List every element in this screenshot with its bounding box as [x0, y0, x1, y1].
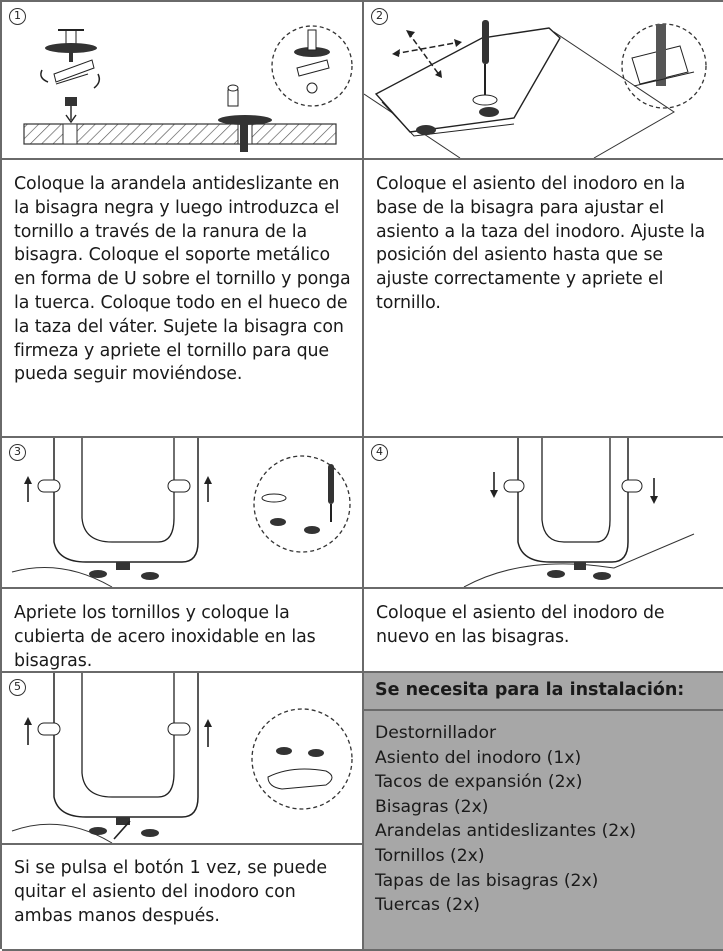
step-4-illustration: 4 — [364, 438, 723, 589]
step-2-number: 2 — [371, 8, 388, 25]
step-1-text-cell: Coloque la arandela antideslizante en la… — [2, 160, 364, 438]
seat-reattach-drawing — [463, 438, 695, 587]
step-5-text: Si se pulsa el botón 1 vez, se puede qui… — [14, 858, 328, 926]
step-1-text: Coloque la arandela antideslizante en la… — [14, 174, 351, 385]
requirements-title: Se necesita para la instalación: — [364, 673, 723, 711]
list-item: Arandelas antideslizantes (2x) — [375, 821, 637, 842]
step-1-number: 1 — [9, 8, 26, 25]
step-4-text-cell: Coloque el asiento del inodoro de nuevo … — [364, 589, 723, 673]
step-3-text: Apriete los tornillos y coloque la cubie… — [14, 603, 316, 671]
step-2-text-cell: Coloque el asiento del inodoro en la bas… — [364, 160, 723, 438]
step-3-text-cell: Apriete los tornillos y coloque la cubie… — [2, 589, 364, 673]
step-2-illustration: 2 — [364, 2, 723, 160]
step-2-text: Coloque el asiento del inodoro en la bas… — [376, 174, 706, 313]
seat-removal-drawing — [11, 673, 353, 843]
step-5-illustration: 5 — [2, 673, 362, 845]
requirements-panel: Se necesita para la instalación: Destorn… — [364, 673, 723, 951]
list-item: Bisagras (2x) — [375, 796, 489, 817]
requirements-list: Destornillador Asiento del inodoro (1x) … — [364, 711, 723, 918]
seat-adjustment-drawing — [364, 20, 707, 158]
list-item: Tornillos (2x) — [375, 845, 485, 866]
list-item: Asiento del inodoro (1x) — [375, 747, 582, 768]
step-5-number: 5 — [9, 679, 26, 696]
list-item: Tapas de las bisagras (2x) — [375, 870, 599, 891]
step-4-number: 4 — [371, 444, 388, 461]
step-5-cell: 5 — [2, 673, 364, 951]
hinge-assembly-drawing — [23, 25, 353, 152]
step-4-text: Coloque el asiento del inodoro de nuevo … — [376, 603, 665, 647]
hinge-cover-drawing — [11, 438, 351, 587]
step-3-number: 3 — [9, 444, 26, 461]
list-item: Tuercas (2x) — [375, 895, 480, 916]
list-item: Tacos de expansión (2x) — [375, 772, 583, 793]
step-3-illustration: 3 — [2, 438, 364, 589]
step-5-text-cell: Si se pulsa el botón 1 vez, se puede qui… — [2, 845, 362, 934]
step-1-illustration: 1 — [2, 2, 364, 160]
list-item: Destornillador — [375, 723, 497, 743]
